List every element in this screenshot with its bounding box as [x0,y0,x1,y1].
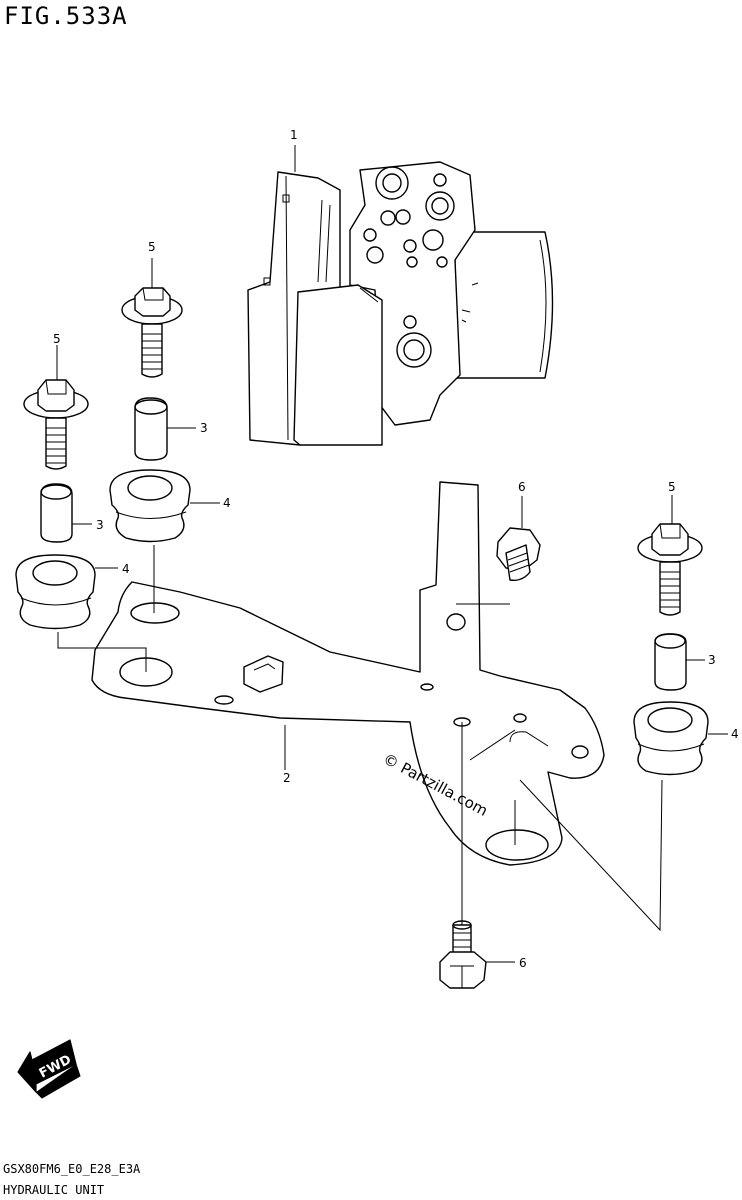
grommet-part[interactable] [15,554,96,630]
callout-2: 2 [283,771,291,785]
grommet-part[interactable] [109,469,191,543]
callout-3: 3 [200,421,208,435]
bracket-part[interactable] [91,481,605,866]
callout-3: 3 [96,518,104,532]
flange-bolt-part[interactable] [637,523,703,616]
callout-1: 1 [290,128,298,142]
callout-6: 6 [519,956,527,970]
callout-6: 6 [518,480,526,494]
forward-arrow-icon: FWD [17,1039,81,1099]
callout-4: 4 [122,562,130,576]
model-code: GSX80FM6_E0_E28_E3A [3,1162,141,1176]
bolt-part[interactable] [496,527,541,582]
collar-part[interactable] [134,397,168,461]
callout-3: 3 [708,653,716,667]
callout-5: 5 [53,332,61,346]
section-title: HYDRAULIC UNIT [3,1183,105,1197]
collar-part[interactable] [654,633,687,691]
figure-label: FIG.533A [4,2,128,30]
flange-bolt-part[interactable] [23,379,89,470]
leader-lines [56,145,728,963]
callout-5: 5 [148,240,156,254]
bolt-part[interactable] [439,920,487,989]
callout-4: 4 [223,496,231,510]
grommet-part[interactable] [633,701,709,776]
collar-part[interactable] [40,483,73,543]
callout-4: 4 [731,727,739,741]
flange-bolt-part[interactable] [121,287,183,378]
hydraulic-unit-part[interactable] [247,161,554,446]
callout-5: 5 [668,480,676,494]
